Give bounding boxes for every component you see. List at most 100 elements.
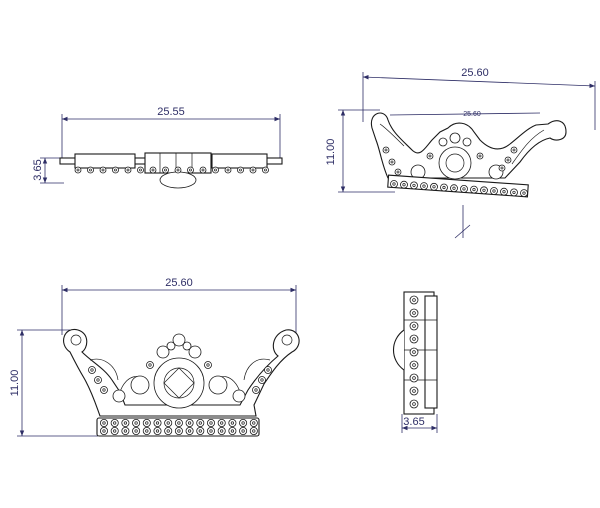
top-center-stone — [159, 171, 197, 189]
side-stone — [409, 295, 419, 305]
front-bead — [217, 418, 226, 427]
front-bead-facet — [113, 429, 117, 433]
iso-bead-facet — [482, 188, 486, 192]
front-side-stone-facet — [266, 368, 270, 372]
top-bead-row — [74, 166, 269, 174]
iso-bead-facet — [402, 183, 406, 187]
top-bead-facet — [226, 168, 230, 172]
iso-bead — [470, 185, 478, 194]
iso-accent-stone-facet — [500, 166, 504, 170]
iso-accent-stone — [476, 152, 484, 160]
iso-inner-width-label: 25.60 — [463, 111, 481, 118]
iso-accent-stone-facet — [478, 154, 482, 158]
iso-accent-stone-facet — [506, 158, 510, 162]
iso-accent-stone — [426, 152, 434, 160]
front-bead-facet — [177, 421, 181, 425]
front-bead — [164, 426, 173, 435]
front-bead-facet — [230, 429, 235, 433]
iso-bead-row — [390, 180, 528, 198]
front-bead — [121, 426, 130, 435]
iso-width-label: 25.60 — [461, 67, 489, 79]
top-bead-facet — [114, 168, 117, 172]
side-stone-facet — [412, 311, 416, 315]
front-side-stone — [100, 386, 108, 394]
side-stone-facet — [412, 389, 416, 393]
top-bead-facet — [101, 168, 105, 172]
front-bead-facet — [177, 429, 181, 433]
front-bead-facet — [209, 429, 213, 433]
top-bead-facet — [126, 168, 130, 172]
top-bead — [162, 166, 169, 174]
iso-bead-facet — [422, 184, 426, 188]
front-right-stone — [208, 375, 228, 395]
front-side-stone — [258, 376, 266, 384]
front-side-stone-facet — [206, 363, 210, 367]
front-view: 25.60 11.00 — [9, 277, 300, 437]
iso-accent-stone — [394, 168, 402, 176]
top-bead — [187, 166, 194, 174]
top-bead — [199, 166, 207, 174]
iso-accent-stone — [498, 164, 506, 172]
front-side-stone — [204, 361, 212, 369]
front-bead-facet — [252, 421, 256, 425]
top-bead-facet — [239, 168, 242, 172]
top-bead-facet — [139, 168, 142, 172]
iso-accent-stone — [388, 158, 396, 166]
iso-bead — [480, 186, 488, 195]
iso-bead — [450, 184, 458, 193]
side-stone-facet — [412, 337, 416, 341]
front-width-label: 25.60 — [165, 277, 193, 289]
top-bead — [112, 166, 119, 174]
iso-bead-facet — [492, 189, 496, 193]
front-side-stone — [94, 376, 102, 384]
top-bead — [87, 166, 94, 174]
front-bead-facet — [209, 421, 213, 425]
iso-bead — [390, 180, 398, 188]
iso-accent-stone — [504, 156, 512, 164]
front-bead — [174, 426, 183, 435]
iso-accent-stone-facet — [396, 170, 400, 174]
iso-accent-stone-facet — [512, 148, 516, 152]
top-bead — [74, 166, 82, 174]
top-bead-facet — [214, 168, 217, 172]
front-bead-facet — [166, 421, 170, 425]
iso-accent-stone-facet — [390, 160, 394, 164]
side-stone — [409, 308, 419, 318]
front-bead — [228, 418, 237, 427]
iso-bead-facet — [442, 185, 446, 190]
side-stone — [409, 334, 419, 344]
iso-bead — [520, 189, 528, 198]
front-bead-facet — [102, 421, 106, 425]
front-side-stone — [264, 366, 272, 374]
front-crown-outline — [63, 328, 300, 417]
front-bead-facet — [155, 429, 160, 433]
front-side-stone-facet — [148, 363, 152, 367]
iso-bead — [400, 180, 408, 189]
front-bead — [196, 418, 205, 427]
top-bead — [174, 166, 182, 174]
front-side-stone-facet — [254, 388, 258, 392]
iso-bead — [430, 182, 438, 191]
front-bead — [185, 418, 194, 427]
front-bead — [164, 418, 173, 427]
top-bead — [99, 166, 107, 174]
front-bead — [217, 426, 226, 435]
side-stone-stack — [409, 295, 419, 409]
iso-bead-facet — [432, 185, 436, 189]
top-bead-facet — [151, 168, 155, 172]
iso-bead-facet — [502, 190, 506, 194]
iso-bead — [460, 184, 468, 193]
side-depth-label: 3.65 — [403, 416, 424, 428]
front-bead-facet — [241, 421, 245, 425]
top-bead-facet — [164, 168, 167, 172]
front-bead-facet — [187, 429, 192, 433]
iso-accent-stone — [510, 146, 518, 154]
front-side-stones — [88, 361, 272, 394]
iso-bead-facet — [512, 190, 516, 194]
front-side-stone — [252, 386, 260, 394]
side-stone — [409, 360, 419, 370]
front-bead — [185, 426, 194, 435]
front-bead — [153, 426, 162, 435]
front-bead-facet — [134, 421, 138, 425]
top-width-label: 25.55 — [157, 106, 185, 118]
